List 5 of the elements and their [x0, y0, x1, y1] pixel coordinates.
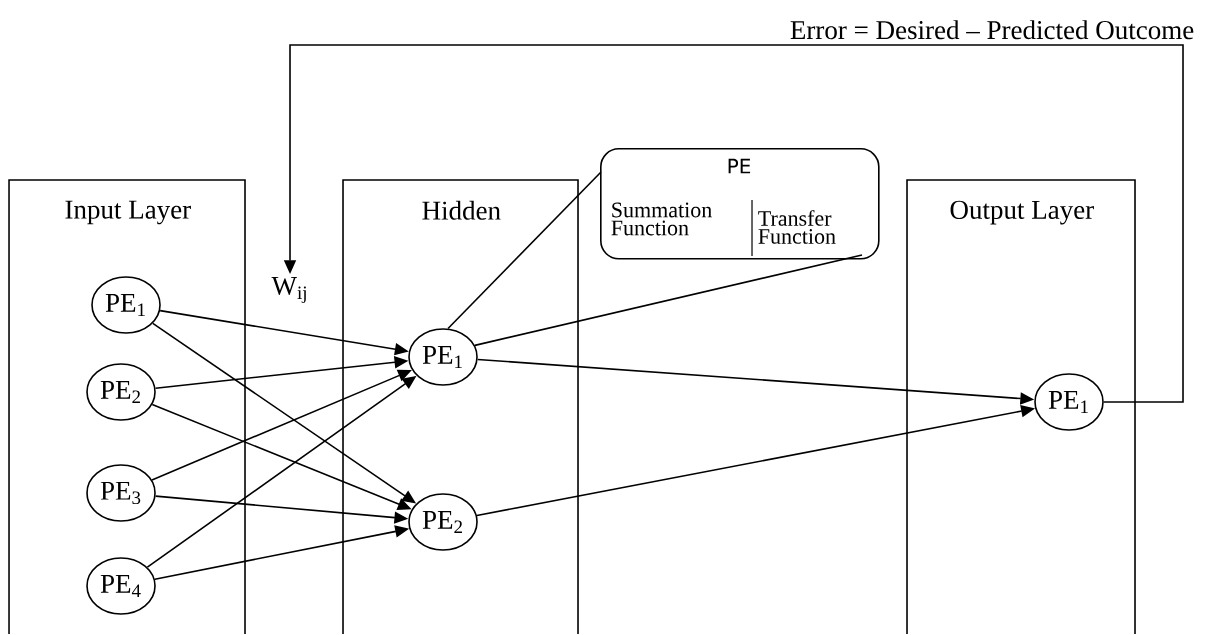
edge-label: Error = Desired – Predicted Outcome [785, 16, 1199, 44]
leader-line [447, 171, 602, 330]
leader-line [474, 254, 863, 347]
callout-box: PE Summation Function Transfer Function [600, 148, 880, 260]
weight-label: W$_{ij}$ [271, 276, 306, 303]
